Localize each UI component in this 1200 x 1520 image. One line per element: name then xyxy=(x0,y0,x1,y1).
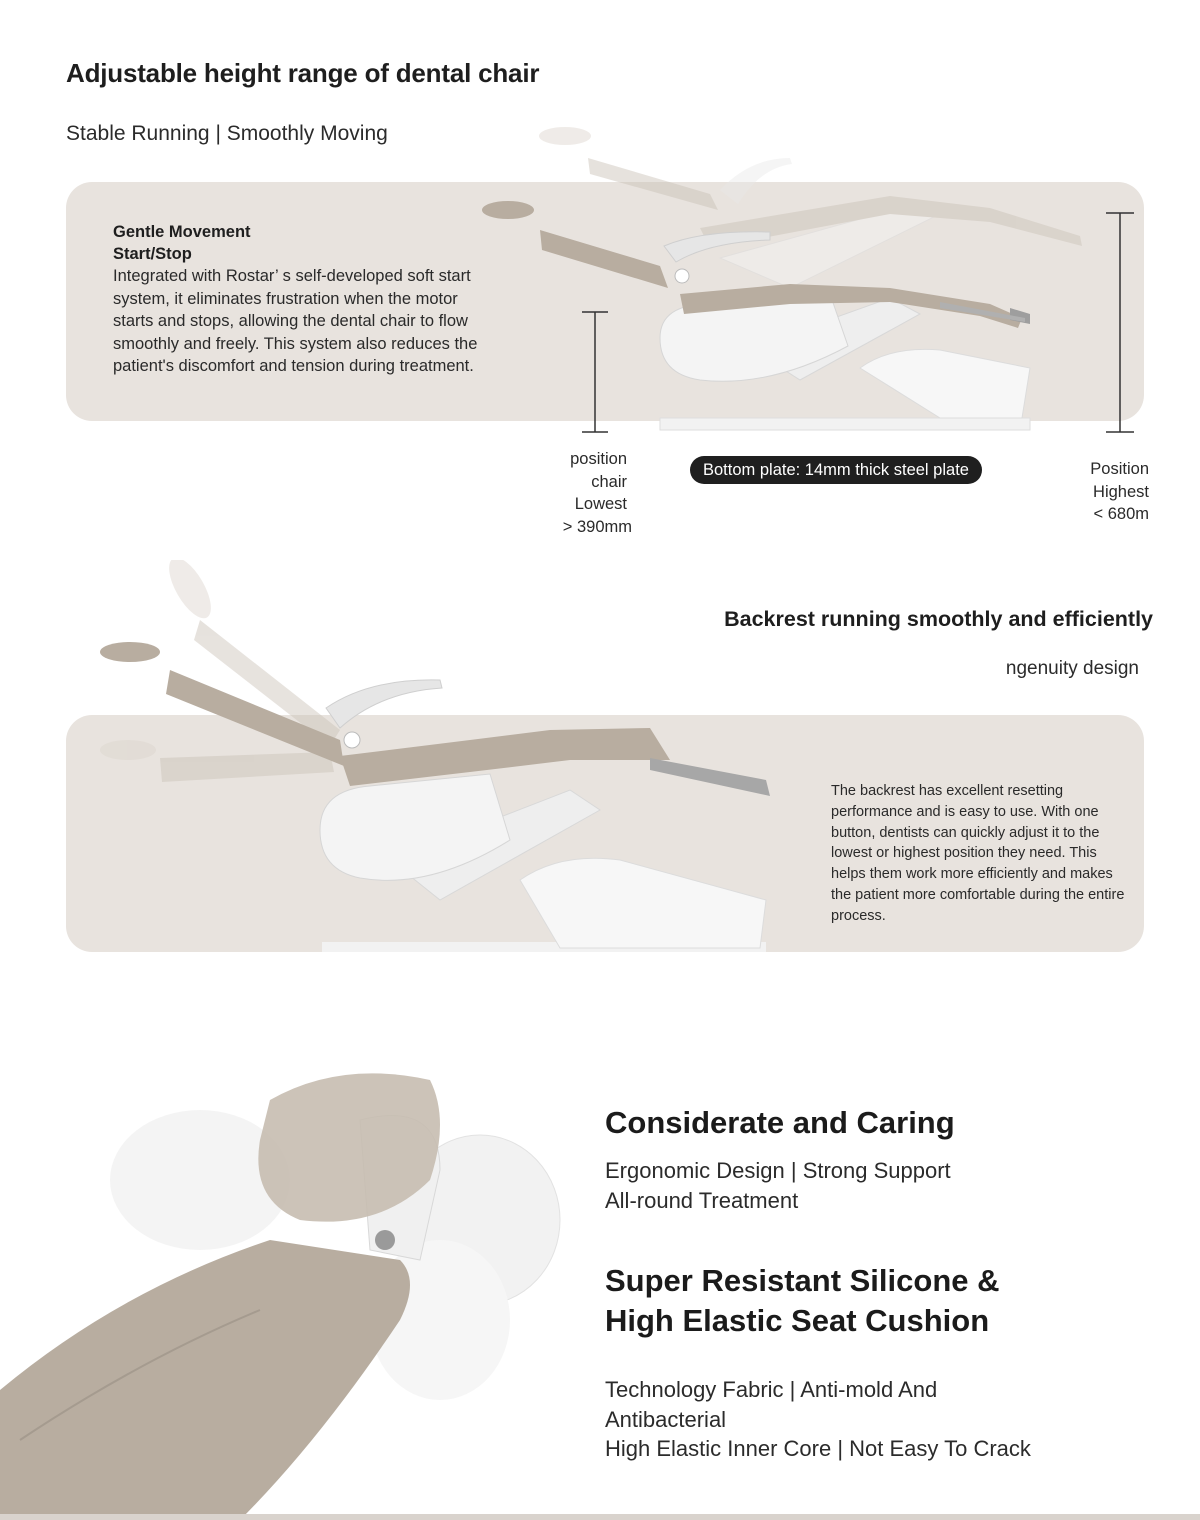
lowest-label-line3: Lowest xyxy=(574,495,627,513)
backrest-upright-ghost xyxy=(169,560,340,746)
section3-title: Considerate and Caring xyxy=(605,1105,955,1140)
section3-subtitle2-line1: Technology Fabric | Anti-mold And xyxy=(605,1377,938,1402)
lowest-label-line4: > 390mm xyxy=(562,517,632,536)
section2-subtitle: ngenuity design xyxy=(1005,658,1139,679)
highest-position-label: Position Highest < 680m xyxy=(1050,458,1149,526)
section3-title2: Super Resistant Silicone & High Elastic … xyxy=(605,1261,1000,1341)
section3-subtitle-line2: All-round Treatment xyxy=(605,1187,799,1213)
section3-subtitle2: Technology Fabric | Anti-mold And Antiba… xyxy=(605,1375,1031,1464)
feature-title-line1: Gentle Movement xyxy=(113,223,251,241)
highest-label-line3: < 680m xyxy=(1093,505,1150,523)
section3-subtitle: Ergonomic Design | Strong Support All-ro… xyxy=(605,1156,951,1215)
lowest-dimension-marker xyxy=(582,311,608,433)
section3-title2-line1: Super Resistant Silicone & xyxy=(605,1263,1000,1298)
chair-low-position xyxy=(482,201,1031,431)
highest-label-line1: Position xyxy=(1090,460,1149,478)
highest-dimension-marker xyxy=(1106,212,1134,433)
section3-subtitle2-line2: Antibacterial xyxy=(605,1406,727,1432)
bottom-plate-badge: Bottom plate: 14mm thick steel plate xyxy=(690,456,982,484)
bottom-divider xyxy=(0,1514,1200,1520)
chair-high-position xyxy=(539,127,1082,289)
lowest-label-line2: chair xyxy=(591,472,627,491)
feature-body: Integrated with Rostar’ s self-developed… xyxy=(113,267,478,375)
lowest-label-line1: position xyxy=(570,450,627,468)
chair-height-illustration xyxy=(482,127,1082,431)
section3-subtitle-line1: Ergonomic Design | Strong Support xyxy=(605,1158,951,1183)
backrest-illustration xyxy=(100,560,770,952)
section1-subtitle: Stable Running | Smoothly Moving xyxy=(66,122,388,145)
section3-title2-line2: High Elastic Seat Cushion xyxy=(605,1303,990,1338)
feature-title: Gentle Movement Start/Stop xyxy=(113,221,333,265)
feature-title-line2: Start/Stop xyxy=(113,245,192,263)
section2-title: Backrest running smoothly and efficientl… xyxy=(724,607,1153,631)
section1-title: Adjustable height range of dental chair xyxy=(66,58,540,88)
seat-cushion-illustration xyxy=(0,1073,561,1520)
lowest-position-label: position chair Lowest > 390mm xyxy=(530,448,632,538)
highest-label-line2: Highest xyxy=(1093,482,1149,501)
section2-body: The backrest has excellent resetting per… xyxy=(831,783,1125,924)
backrest-flat-ghost xyxy=(100,740,334,782)
section3-subtitle2-line3: High Elastic Inner Core | Not Easy To Cr… xyxy=(605,1436,1031,1461)
